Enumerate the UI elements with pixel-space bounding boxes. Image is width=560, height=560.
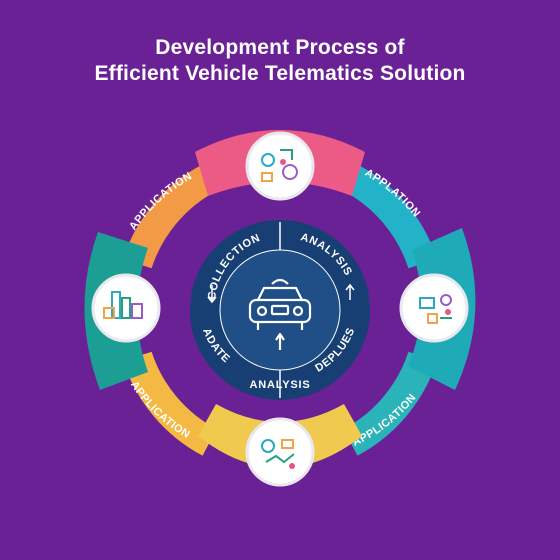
badge-right [399, 273, 469, 343]
inner-circle: COLLECTION ANALYSIS ADATE DEPLUES ANALYS… [190, 220, 370, 400]
city-buildings-icon [103, 291, 143, 319]
badge-top [245, 131, 315, 201]
badge-left [91, 273, 161, 343]
label-analysis-bottom: ANALYSIS [249, 379, 310, 391]
car-icon [248, 278, 312, 350]
badge-bottom [245, 417, 315, 487]
teamwork-gears-icon [261, 149, 298, 182]
analytics-tools-icon [261, 439, 295, 469]
page-title-line-2: Efficient Vehicle Telematics Solution [94, 62, 466, 85]
page-title-line-1: Development Process of [155, 36, 405, 59]
devices-network-icon [419, 294, 452, 324]
